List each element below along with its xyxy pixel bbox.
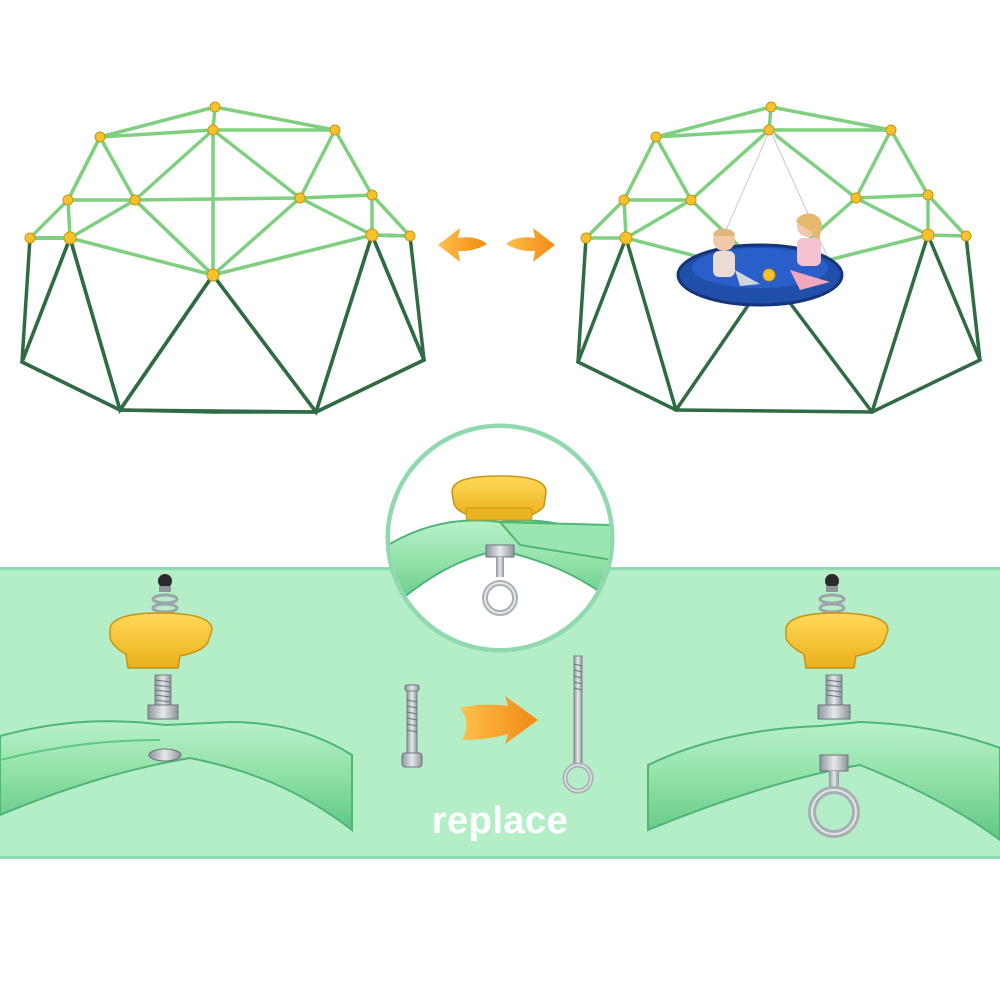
right-arrow-icon <box>460 696 538 744</box>
replace-label: replace <box>431 800 569 842</box>
bolt-icon <box>401 684 423 768</box>
double-arrow-icon <box>438 228 555 262</box>
zoom-detail <box>385 423 615 653</box>
eye-bolt-icon <box>562 655 594 794</box>
dome-left <box>20 101 427 416</box>
children-on-swing <box>713 213 830 290</box>
dome-right <box>576 101 982 414</box>
cap-eyehook-assembly <box>647 574 1000 842</box>
cap-bolt-assembly <box>0 574 353 833</box>
